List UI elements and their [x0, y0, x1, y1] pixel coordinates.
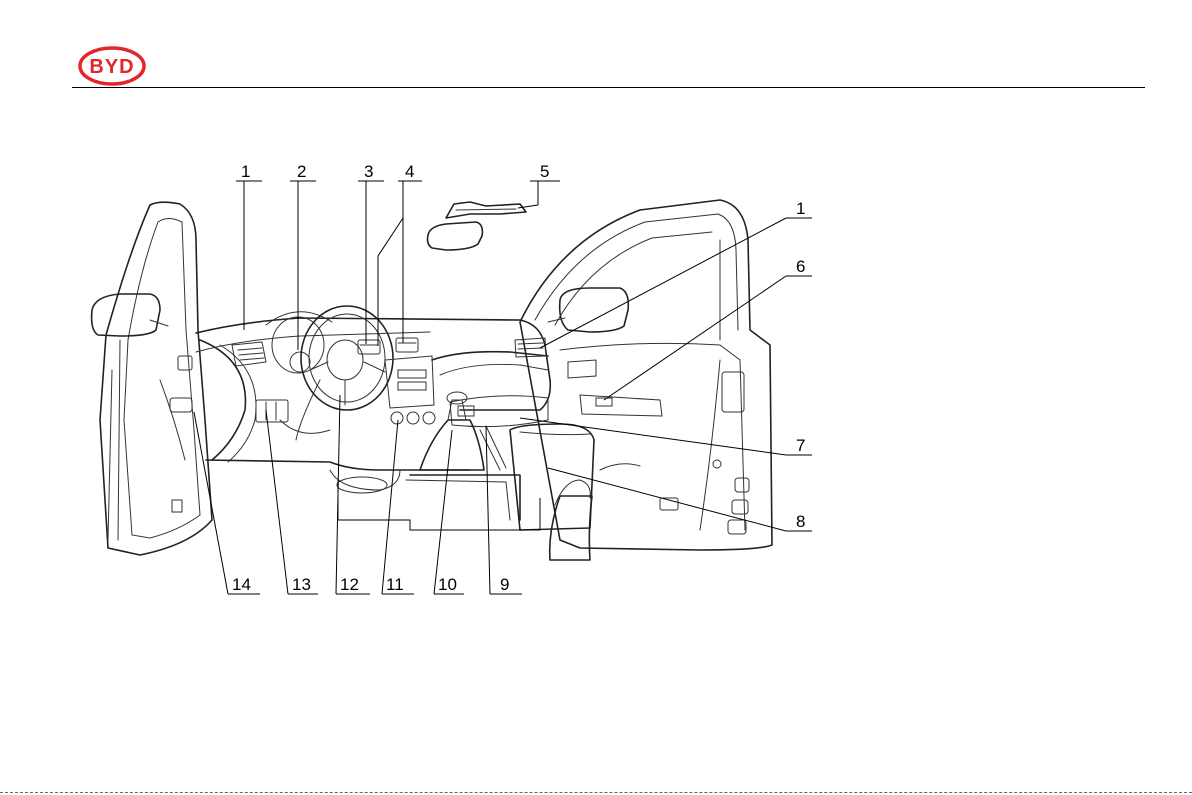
left-door-drawing — [92, 202, 212, 555]
callout-7: 7 — [796, 436, 805, 455]
right-door-drawing — [520, 200, 772, 550]
callout-4: 4 — [405, 162, 414, 181]
callout-2: 2 — [297, 162, 306, 181]
overhead-drawing — [428, 202, 527, 250]
callout-14: 14 — [232, 575, 251, 594]
callout-6: 6 — [796, 257, 805, 276]
callout-9: 9 — [500, 575, 509, 594]
callout-12: 12 — [340, 575, 359, 594]
callout-8: 8 — [796, 512, 805, 531]
callout-5: 5 — [540, 162, 549, 181]
callout-3: 3 — [364, 162, 373, 181]
callout-labels: 1 2 3 4 5 1 6 7 8 14 13 12 11 10 9 — [232, 162, 805, 594]
callout-13: 13 — [292, 575, 311, 594]
callout-11: 11 — [386, 575, 404, 594]
callout-1: 1 — [241, 162, 250, 181]
console-drawing — [406, 392, 594, 560]
callout-10: 10 — [438, 575, 457, 594]
callout-leaders — [194, 181, 812, 594]
callout-1-right: 1 — [796, 199, 805, 218]
